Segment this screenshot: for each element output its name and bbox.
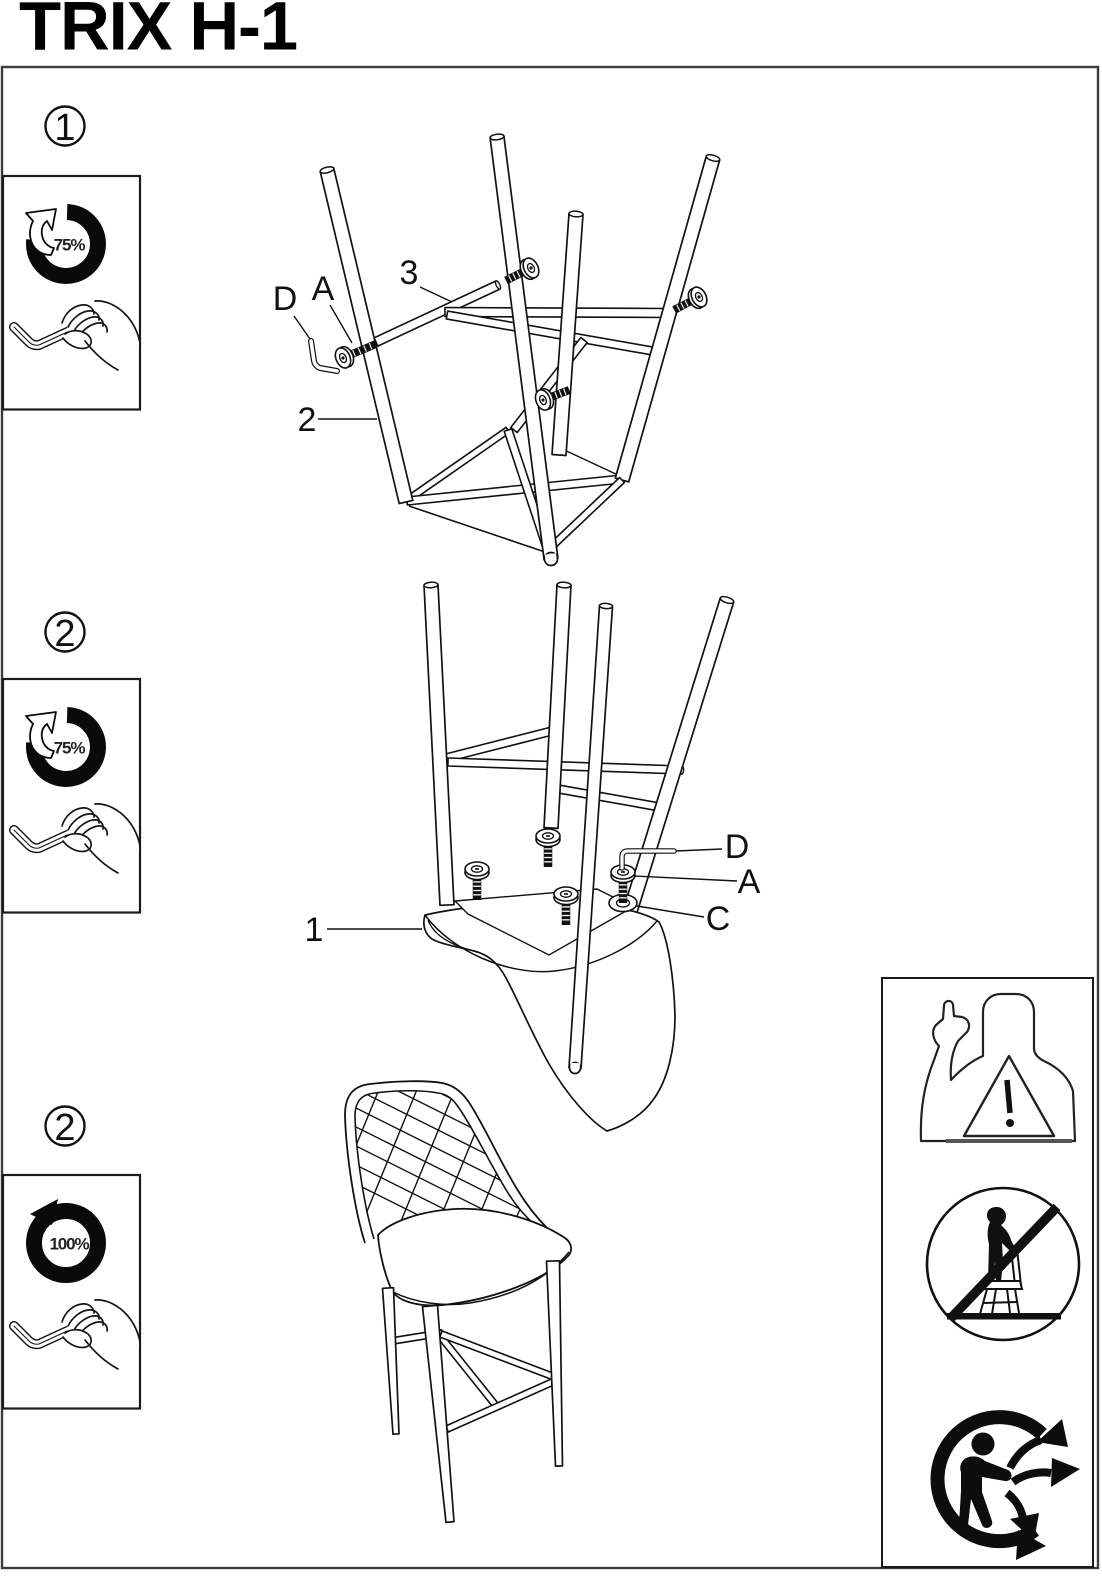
svg-text:2: 2 <box>298 401 317 439</box>
svg-text:D: D <box>273 280 298 318</box>
svg-text:C: C <box>706 900 731 938</box>
svg-text:75%: 75% <box>54 236 86 255</box>
svg-text:A: A <box>312 270 335 308</box>
svg-text:1: 1 <box>54 107 75 149</box>
svg-text:TRIX H-1: TRIX H-1 <box>19 0 297 65</box>
svg-text:2: 2 <box>54 613 75 655</box>
svg-text:D: D <box>725 828 750 866</box>
svg-text:2: 2 <box>54 1107 75 1149</box>
svg-text:1: 1 <box>305 911 324 949</box>
svg-text:100%: 100% <box>49 1235 89 1254</box>
svg-text:75%: 75% <box>54 739 86 758</box>
svg-text:3: 3 <box>400 254 419 292</box>
svg-text:A: A <box>738 863 761 901</box>
